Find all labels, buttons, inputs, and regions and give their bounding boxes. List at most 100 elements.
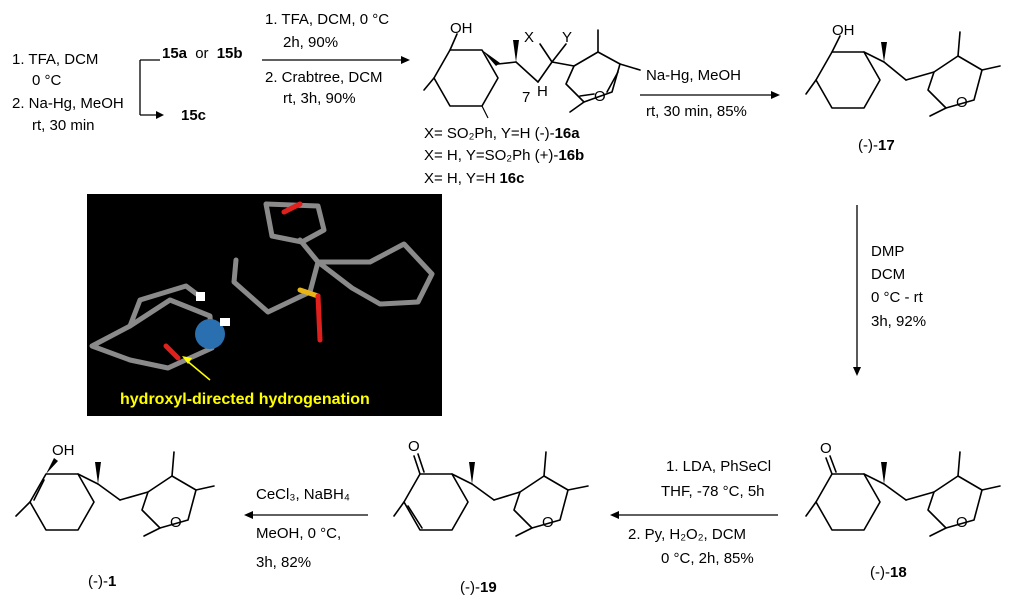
arrow-2-line2: rt, 30 min, 85% (646, 103, 747, 120)
c16-chain-3 (537, 61, 553, 83)
model-hydrogen-2 (220, 318, 230, 326)
model-panel: hydroxyl-directed hydrogenation (87, 194, 442, 416)
compound-1 (15, 451, 215, 537)
c1-chain-2 (97, 483, 121, 501)
c16-chain-1 (497, 61, 517, 65)
c16b-line: X= H, Y=SO₂Ph (+)-16b (424, 147, 584, 164)
c18-num: 18 (890, 564, 907, 581)
c19-bicycle-ring (513, 475, 569, 529)
arrow-1-line2: 2h, 90% (283, 34, 338, 51)
c18-carbonyl-o: O (820, 440, 832, 457)
c19-ether-o: O (542, 514, 554, 531)
c19-top-methyl (543, 451, 547, 477)
left-step1: 1. TFA, DCM (12, 51, 98, 68)
arrow-3-line3: 0 °C - rt (871, 289, 924, 306)
c16-y: Y (562, 29, 572, 46)
c17-chain-2 (883, 61, 907, 81)
arrow-5-head (244, 511, 253, 519)
model-pointer-head (182, 356, 192, 364)
c17-oh-bond (831, 35, 841, 53)
c17-bottom-methyl (929, 107, 947, 117)
c16-bottom-methyl (569, 101, 585, 113)
c19-chain-2 (471, 483, 495, 501)
c18-bottom-methyl (929, 527, 947, 537)
model-sulfonyl-o (315, 293, 323, 343)
model-heteroatoms (163, 201, 323, 361)
c1-chain-1 (77, 473, 99, 485)
c19-bottom-methyl (515, 527, 533, 537)
arrow-5 (244, 511, 368, 519)
arrow-4-line1: 1. LDA, PhSeCl (666, 458, 771, 475)
c16-x-bond (539, 43, 553, 63)
c19-carbonyl-o: O (408, 438, 420, 455)
c16a-line: X= SO₂Ph, Y=H (-)-16a (424, 125, 580, 142)
c18-co-2 (829, 455, 837, 473)
c1-cyclohexene (29, 473, 95, 531)
model-ether-o (281, 201, 303, 215)
compound-18 (805, 451, 1001, 537)
c1-top-methyl (171, 451, 175, 477)
c1-methyl-wedge (95, 462, 101, 484)
c17-chain-1 (863, 51, 885, 63)
arrow-2-head (771, 91, 780, 99)
arrow-1-line3: 2. Crabtree, DCM (265, 69, 383, 86)
c1-ether-o: O (170, 514, 182, 531)
model-hydroxyl-o (163, 343, 181, 361)
model-iridium-atom (195, 319, 225, 349)
c1-label: (-)-1 (88, 573, 116, 590)
c16-oh-bond (449, 33, 458, 51)
c16-ether-right (606, 71, 619, 93)
label-15a: 15a (162, 45, 188, 62)
c16-y-bond (551, 43, 567, 63)
c19-ring-methyl (393, 501, 405, 517)
c18-methyl-wedge (881, 462, 887, 484)
c19-co-1 (413, 455, 421, 475)
left-step1-temp: 0 °C (32, 72, 62, 89)
arrow-4-line2: THF, -78 °C, 5h (661, 483, 765, 500)
arrow-4-line4: 0 °C, 2h, 85% (661, 550, 754, 567)
c1-chain-3 (119, 491, 149, 501)
arrow-3 (853, 205, 861, 376)
c19-double-bond (407, 505, 423, 529)
c1-num: 1 (108, 573, 116, 590)
model-pointer-arrow (185, 359, 211, 381)
c19-methyl-wedge (469, 462, 475, 484)
c18-co-1 (825, 457, 833, 475)
c16-x: X (524, 29, 534, 46)
c18-ether-o: O (956, 514, 968, 531)
c18-ring-methyl (805, 501, 817, 517)
arrow-15ab-to-15c (139, 59, 164, 119)
c19-co-2 (417, 453, 425, 473)
c1-prefix: (-)- (88, 573, 108, 590)
bracket-arrowhead (156, 111, 164, 119)
model-hydrogen-1 (196, 292, 205, 301)
c19-cyclohexenone (403, 473, 469, 531)
c19-chain-1 (451, 473, 473, 485)
c16b-num: 16b (558, 147, 584, 164)
arrow-2-line1: Na-Hg, MeOH (646, 67, 741, 84)
c16-o: O (594, 88, 606, 105)
c18-prefix: (-)- (870, 564, 890, 581)
c16-wedge-1 (482, 50, 500, 66)
arrow-1-head (401, 56, 410, 64)
c18-label: (-)-18 (870, 564, 907, 581)
arrow-4-head (610, 511, 619, 519)
arrow-5-line2: MeOH, 0 °C, (256, 525, 341, 542)
c18-cyclohexane (815, 473, 881, 531)
c17-cyclohexane (815, 51, 881, 109)
compound-19 (393, 451, 589, 537)
c16-h: H (537, 83, 548, 100)
c16-hash (481, 105, 489, 119)
c19-chain-3 (493, 491, 521, 501)
c17-top-methyl (957, 31, 961, 57)
arrow-1-line4: rt, 3h, 90% (283, 90, 356, 107)
c16a-def: X= SO₂Ph, Y=H (-)- (424, 125, 555, 142)
arrow-5-line1: CeCl₃, NaBH₄ (256, 486, 350, 503)
model-chain (231, 237, 321, 315)
c19-label: (-)-19 (460, 579, 497, 596)
c16-methyl-wedge (513, 40, 519, 62)
c1-oh: OH (52, 442, 75, 459)
c16a-num: 16a (555, 125, 581, 142)
c1-bicycle-ring (141, 475, 197, 529)
